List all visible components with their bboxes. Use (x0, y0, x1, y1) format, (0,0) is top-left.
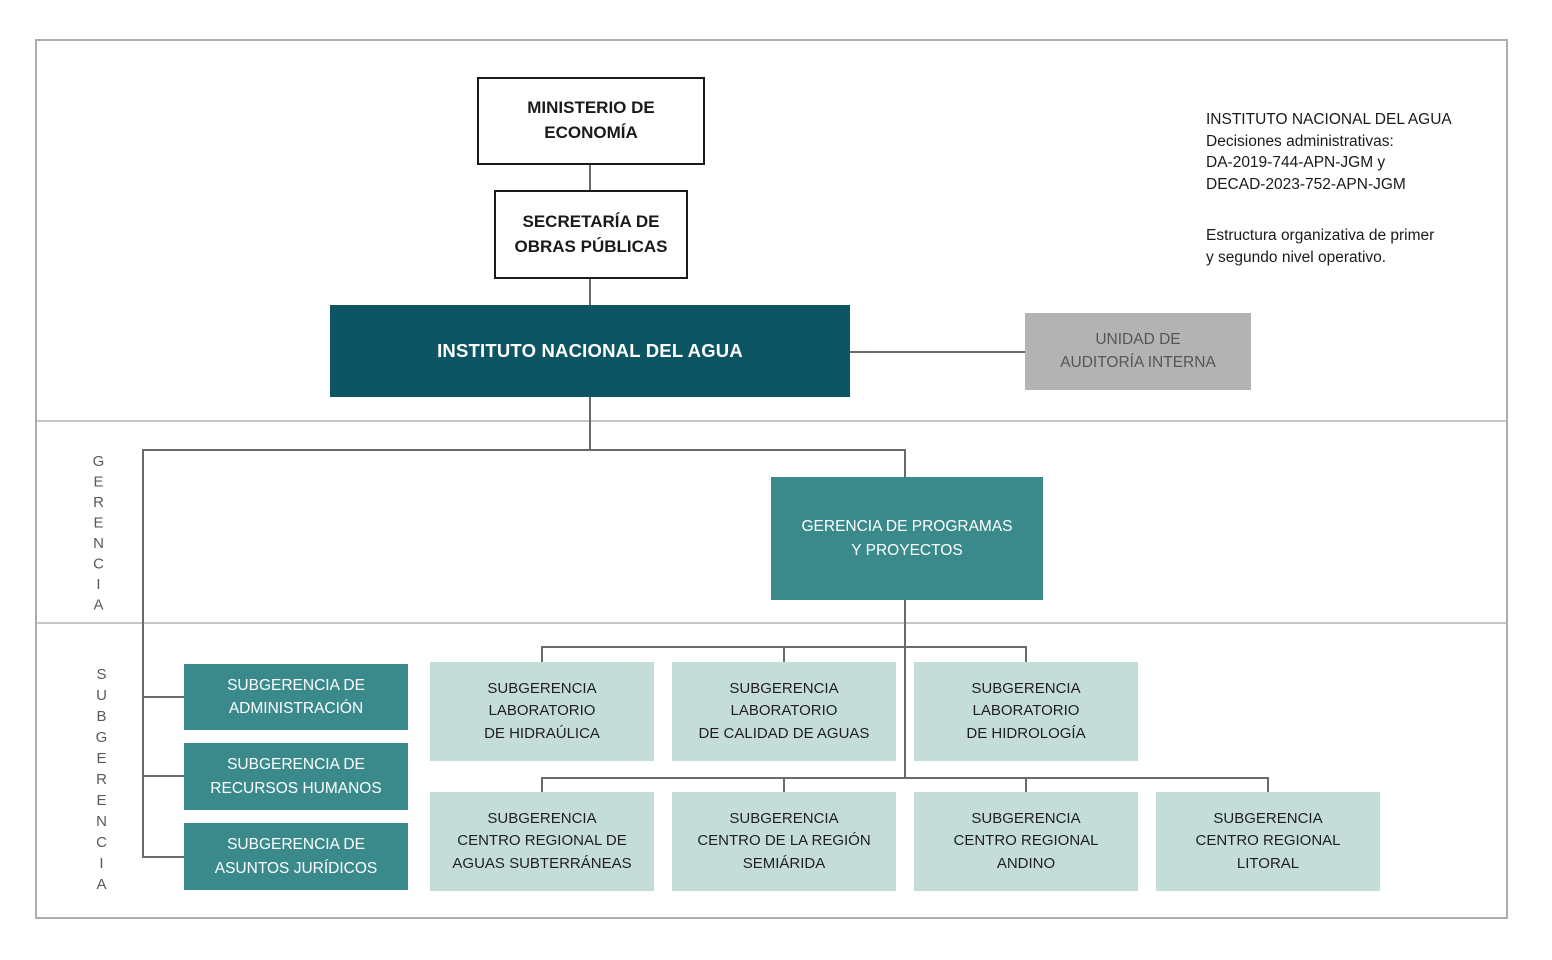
connector-row2-horizontal (541, 777, 1269, 779)
connector-ministerio-secretaria (589, 165, 591, 190)
connector-left-vertical (142, 449, 144, 858)
connector-gerencia-down (904, 600, 906, 779)
node-laboratorio-hidraulica: SUBGERENCIA LABORATORIO DE HIDRAÚLICA (430, 662, 654, 761)
node-gerencia-programas-proyectos: GERENCIA DE PROGRAMAS Y PROYECTOS (771, 477, 1043, 600)
connector-drop-hidrologia (1025, 646, 1027, 663)
node-subgerencia-asuntos-juridicos: SUBGERENCIA DE ASUNTOS JURÍDICOS (184, 823, 408, 890)
node-laboratorio-hidrologia: SUBGERENCIA LABORATORIO DE HIDROLOGÍA (914, 662, 1138, 761)
node-centro-aguas-subterraneas: SUBGERENCIA CENTRO REGIONAL DE AGUAS SUB… (430, 792, 654, 891)
node-subgerencia-recursos-humanos: SUBGERENCIA DE RECURSOS HUMANOS (184, 743, 408, 810)
annotation-decisions: INSTITUTO NACIONAL DEL AGUA Decisiones a… (1206, 111, 1452, 193)
node-centro-regional-litoral: SUBGERENCIA CENTRO REGIONAL LITORAL (1156, 792, 1380, 891)
connector-stub-juridicos (142, 856, 184, 858)
node-subgerencia-administracion: SUBGERENCIA DE ADMINISTRACIÓN (184, 664, 408, 730)
connector-drop-semiarida (783, 777, 785, 793)
connector-drop-hidraulica (541, 646, 543, 663)
node-instituto-nacional-del-agua: INSTITUTO NACIONAL DEL AGUA (330, 305, 850, 397)
node-secretaria-obras-publicas: SECRETARÍA DE OBRAS PÚBLICAS (494, 190, 688, 279)
node-unidad-auditoria-interna: UNIDAD DE AUDITORÍA INTERNA (1025, 313, 1251, 390)
annotation-block: INSTITUTO NACIONAL DEL AGUA Decisiones a… (1206, 88, 1496, 289)
node-centro-region-semiarida: SUBGERENCIA CENTRO DE LA REGIÓN SEMIÁRID… (672, 792, 896, 891)
connector-secretaria-ina (589, 279, 591, 305)
band-divider-top (37, 420, 1506, 422)
connector-ina-down (589, 397, 591, 451)
connector-main-horizontal (142, 449, 906, 451)
connector-ina-auditoria (850, 351, 1025, 353)
connector-to-gerencia-box (904, 449, 906, 478)
node-ministerio-economia: MINISTERIO DE ECONOMÍA (477, 77, 705, 165)
connector-drop-andino (1025, 777, 1027, 793)
band-label-subgerencia: SUBGERENCIA (93, 666, 110, 897)
node-centro-regional-andino: SUBGERENCIA CENTRO REGIONAL ANDINO (914, 792, 1138, 891)
annotation-structure: Estructura organizativa de primer y segu… (1206, 227, 1435, 266)
band-divider-bottom (37, 622, 1506, 624)
connector-drop-subterraneas (541, 777, 543, 793)
node-laboratorio-calidad-aguas: SUBGERENCIA LABORATORIO DE CALIDAD DE AG… (672, 662, 896, 761)
connector-stub-recursos (142, 775, 184, 777)
connector-stub-administracion (142, 696, 184, 698)
connector-drop-calidad (783, 646, 785, 663)
connector-drop-litoral (1267, 777, 1269, 793)
band-label-gerencia: GERENCIA (90, 453, 107, 617)
